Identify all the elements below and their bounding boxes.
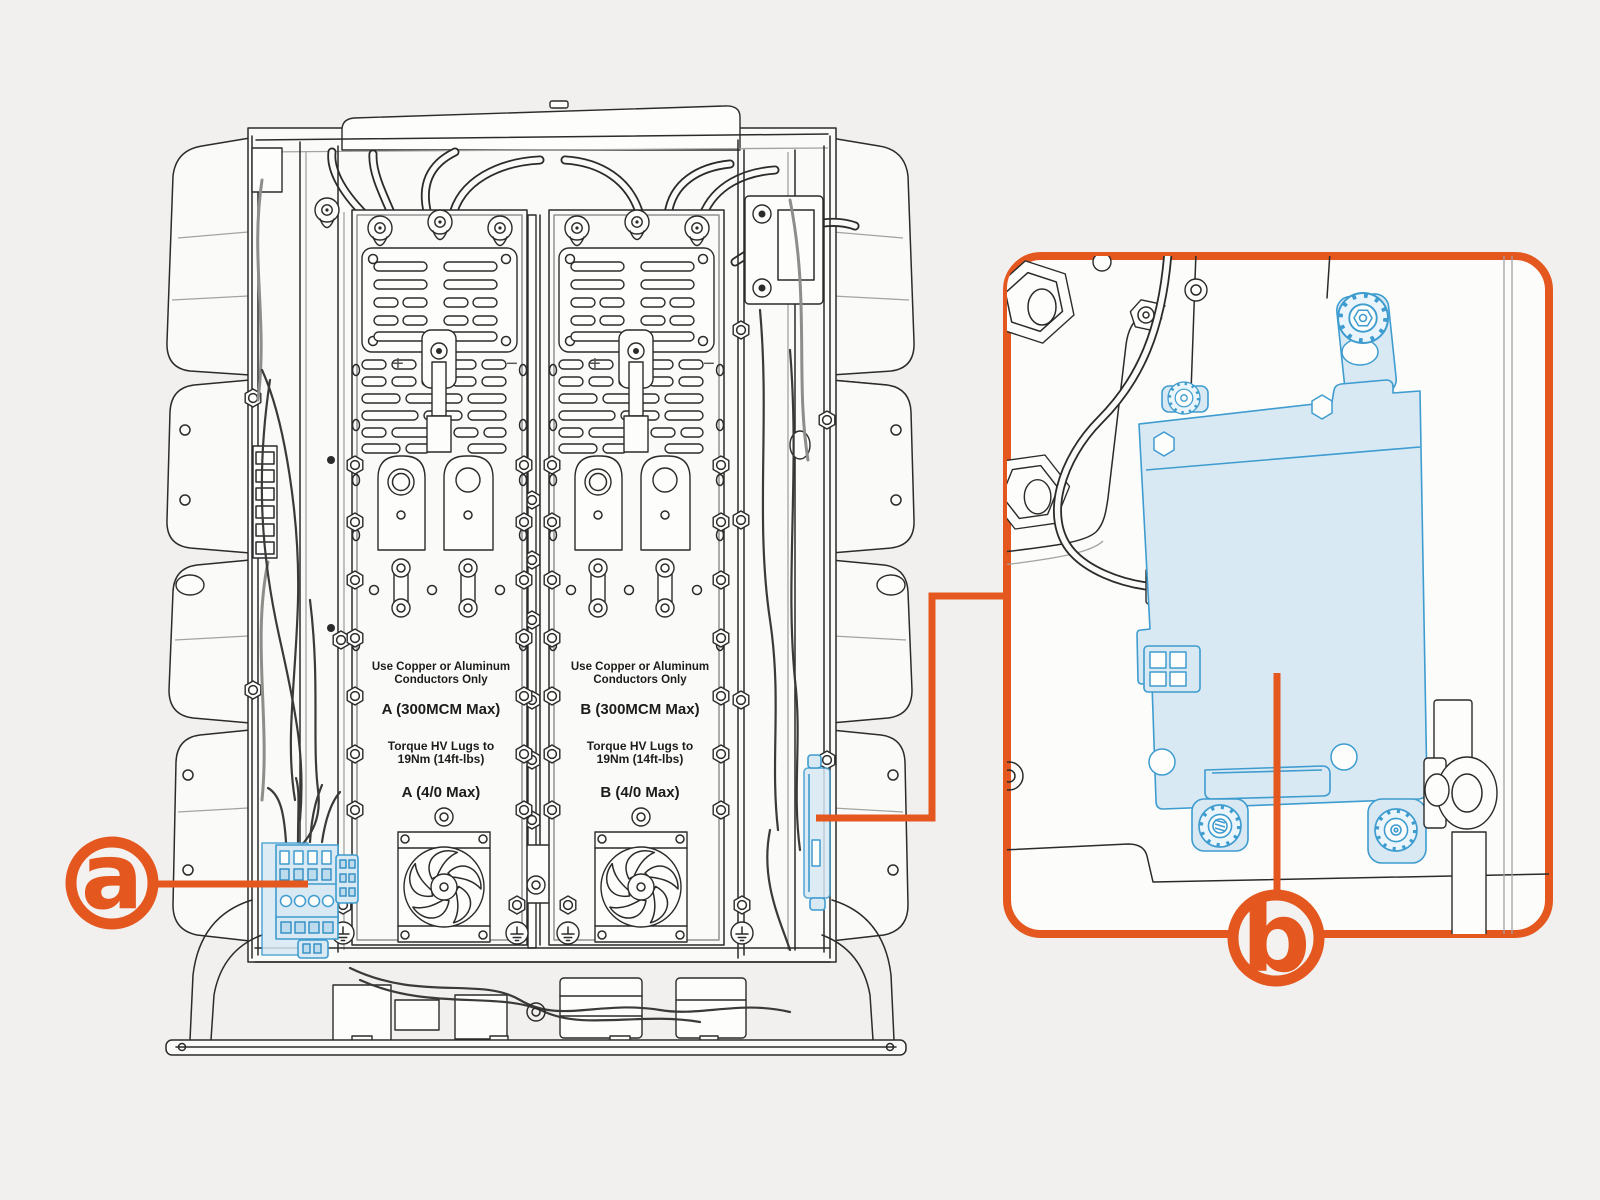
module-b-lug-rating: B (4/0 Max) — [600, 784, 679, 801]
cabinet-rear-view: + − Use Copper or Aluminum Conductors On… — [165, 100, 915, 1056]
module-a-torque-note-line2: 19Nm (14ft-lbs) — [398, 752, 485, 766]
module-b — [544, 210, 729, 945]
top-lid — [341, 105, 741, 151]
module-b-polarity-positive: + — [589, 353, 601, 375]
inset-leader-line — [816, 592, 1003, 822]
left-wing-assembly — [166, 137, 251, 942]
module-a-polarity-negative: − — [506, 353, 518, 375]
right-side-rail — [732, 135, 836, 959]
module-b-torque-note-line1: Torque HV Lugs to — [587, 739, 693, 753]
board-bottom-rail — [1204, 765, 1331, 800]
bottom-compartment — [254, 947, 831, 1049]
module-b-conductor-note-line2: Conductors Only — [593, 674, 687, 686]
gateway-panel-highlight-main — [803, 754, 831, 911]
gateway-board-highlight — [1136, 293, 1428, 864]
board-plate — [1136, 379, 1428, 810]
ground-symbol-icon — [505, 921, 529, 945]
module-a-labels: + − Use Copper or Aluminum Conductors On… — [372, 353, 518, 801]
module-a-torque-note-line1: Torque HV Lugs to — [388, 739, 494, 753]
module-b-conductor-rating: B (300MCM Max) — [580, 701, 699, 718]
thumbscrew-top-right — [1338, 293, 1388, 343]
right-wing-assembly — [830, 137, 915, 942]
inset-right-fastener-assembly — [1423, 699, 1498, 934]
thumbscrew-bottom-left — [1197, 803, 1243, 849]
module-a-conductor-note-line1: Use Copper or Aluminum — [372, 661, 510, 673]
module-b-polarity-negative: − — [703, 353, 715, 375]
module-b-conductor-note-line1: Use Copper or Aluminum — [571, 661, 709, 673]
ground-symbol-icon — [556, 921, 580, 945]
hex-bolt-large-top — [1007, 260, 1075, 344]
module-a-polarity-positive: + — [392, 353, 404, 375]
callout-b-label: b — [1242, 882, 1311, 994]
inset-content — [1007, 256, 1549, 934]
ground-symbol-icon — [730, 921, 754, 945]
left-side-rail — [244, 135, 350, 959]
detail-inset — [816, 252, 1553, 938]
module-a-conductor-note-line2: Conductors Only — [394, 674, 488, 686]
module-a-conductor-rating: A (300MCM Max) — [382, 701, 501, 718]
terminal-block-highlight — [261, 776, 359, 959]
base-pedestal — [165, 899, 907, 1056]
module-b-torque-note-line2: 19Nm (14ft-lbs) — [597, 752, 684, 766]
callout-a-label: a — [81, 823, 143, 930]
callout-a-badge: a — [65, 823, 159, 930]
module-b-labels: + − Use Copper or Aluminum Conductors On… — [571, 353, 715, 801]
thumbscrew-bottom-right — [1373, 807, 1419, 853]
module-a — [347, 210, 532, 945]
module-a-lug-rating: A (4/0 Max) — [402, 784, 481, 801]
thumbscrew-top-left — [1166, 380, 1202, 416]
callout-b-badge: b — [1227, 882, 1325, 994]
